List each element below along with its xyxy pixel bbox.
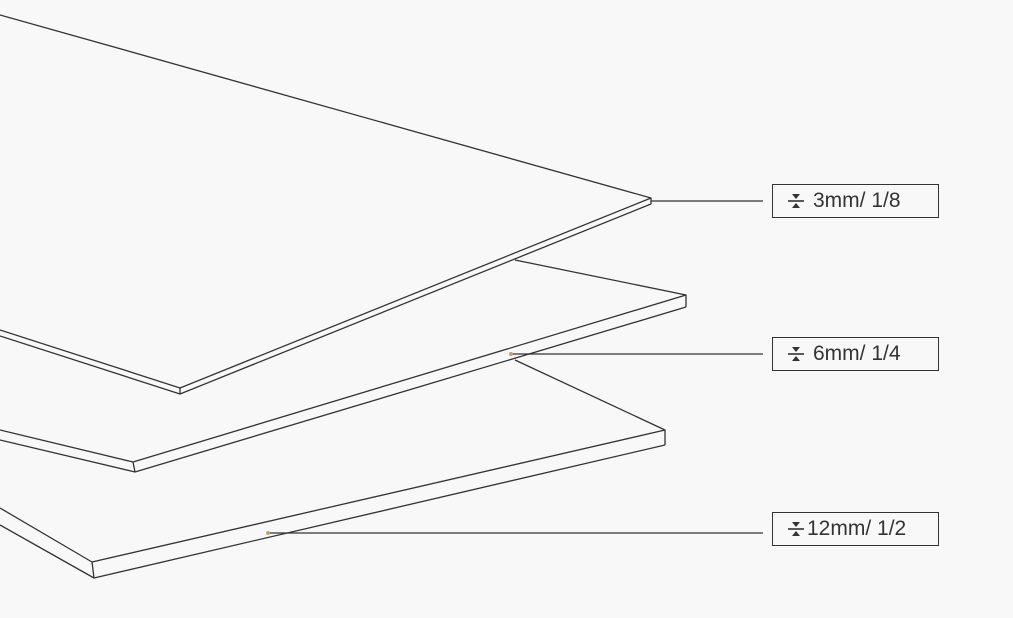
thickness-value: 3mm/ 1/8 <box>813 189 901 212</box>
sheet-12mm <box>0 359 666 579</box>
thickness-label-3mm: 3mm/ 1/8 <box>772 184 939 218</box>
sheet-6mm <box>0 259 687 473</box>
thickness-icon <box>788 522 804 536</box>
thickness-icon <box>788 194 804 208</box>
thickness-label-12mm: 12mm/ 1/2 <box>772 512 939 546</box>
thickness-icon <box>788 347 804 361</box>
thickness-label-6mm: 6mm/ 1/4 <box>772 337 939 371</box>
thickness-value: 12mm/ 1/2 <box>807 517 907 540</box>
anchor-dot-6mm <box>509 352 513 356</box>
thickness-value: 6mm/ 1/4 <box>813 342 901 365</box>
anchor-dot-12mm <box>266 531 270 535</box>
sheet-3mm <box>0 14 652 395</box>
